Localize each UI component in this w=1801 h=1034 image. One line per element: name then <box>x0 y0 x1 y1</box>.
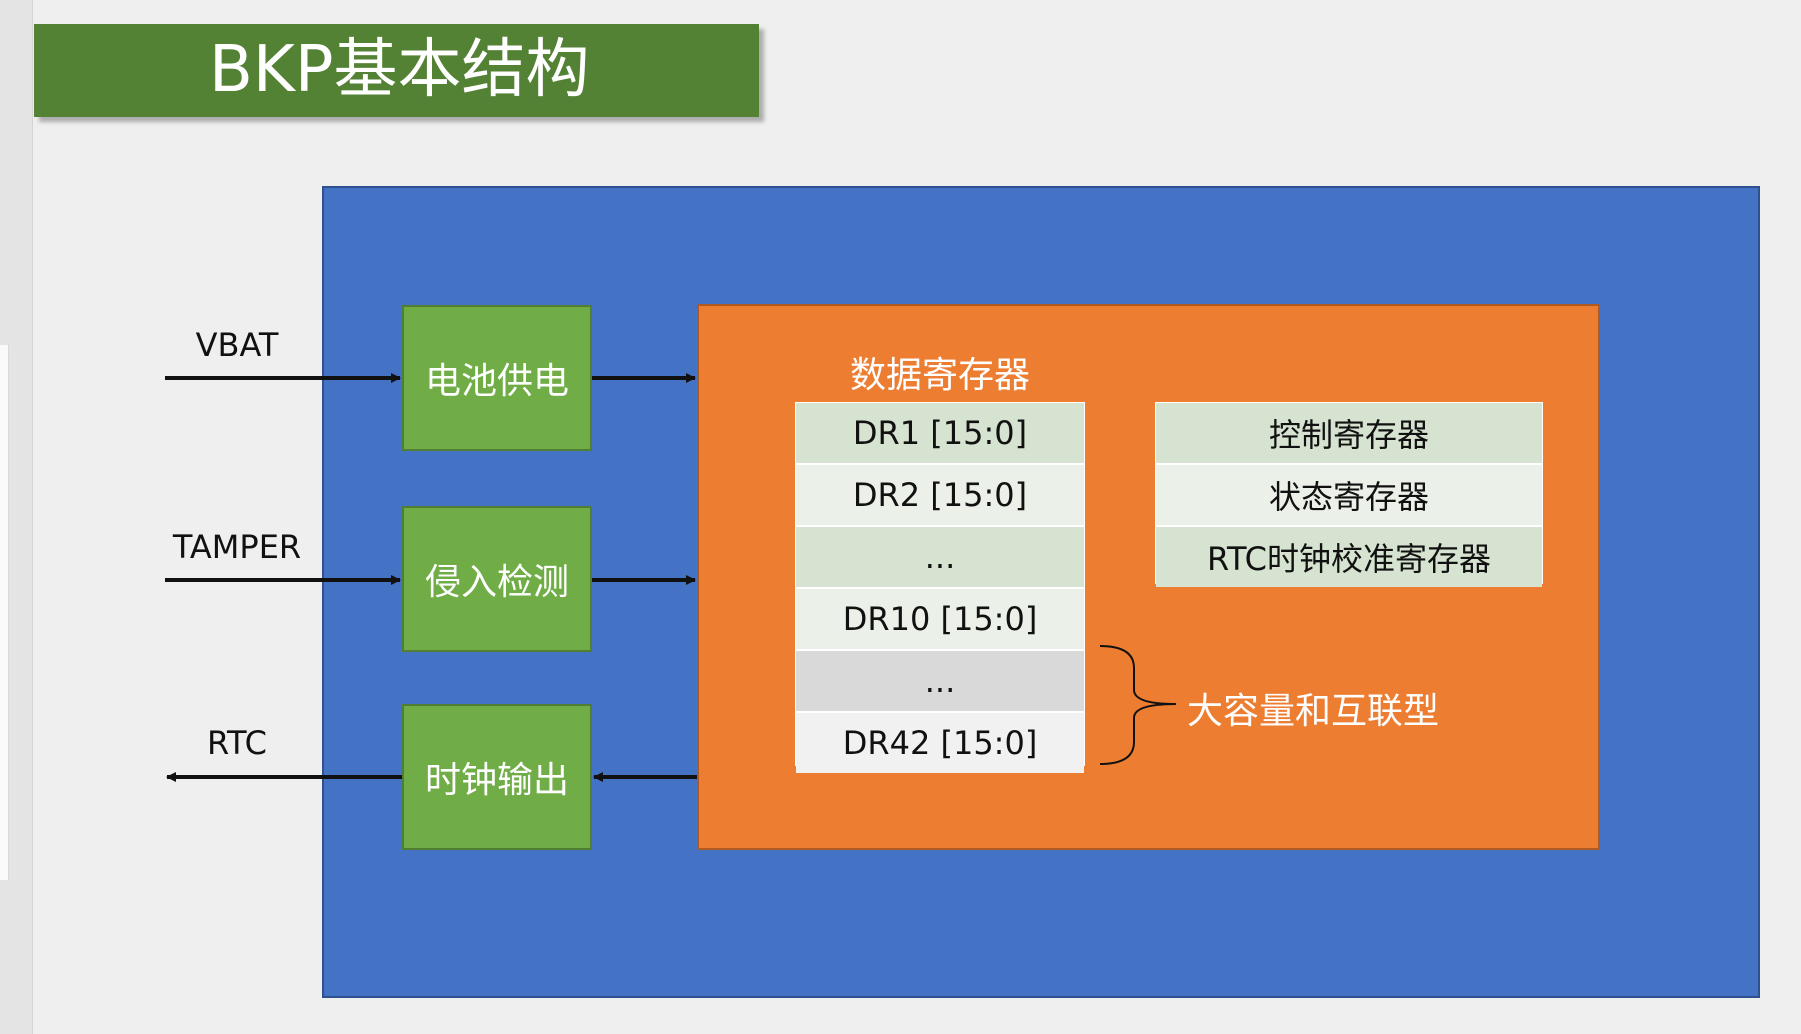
data-register-row: DR10 [15:0] <box>796 589 1084 649</box>
clock-output-block: 时钟输出 <box>402 704 592 850</box>
slide-panel-edge <box>0 345 9 880</box>
large-capacity-brace <box>1099 645 1177 765</box>
clock-output-label: 时钟输出 <box>424 760 569 801</box>
rtc-label: RTC <box>207 724 267 762</box>
data-register-row: ... <box>796 651 1084 711</box>
tamper-label: TAMPER <box>172 528 302 566</box>
slide-panel-strip <box>0 0 33 1034</box>
control-register-row: 控制寄存器 <box>1156 403 1542 463</box>
status-register-row: 状态寄存器 <box>1156 465 1542 525</box>
tamper-detect-label: 侵入检测 <box>424 562 569 603</box>
tamper-detect-block: 侵入检测 <box>402 506 592 652</box>
data-register-row: DR1 [15:0] <box>796 403 1084 463</box>
slide-title: BKP基本结构 <box>34 24 759 117</box>
control-register-table: 控制寄存器 状态寄存器 RTC时钟校准寄存器 <box>1155 402 1543 587</box>
data-registers-title: 数据寄存器 <box>849 355 1031 396</box>
data-register-row: ... <box>796 527 1084 587</box>
large-capacity-note: 大容量和互联型 <box>1187 691 1440 732</box>
battery-supply-label: 电池供电 <box>424 361 569 402</box>
data-register-row: DR42 [15:0] <box>796 713 1084 773</box>
vbat-label: VBAT <box>195 326 279 364</box>
data-register-table: DR1 [15:0] DR2 [15:0] ... DR10 [15:0] ..… <box>795 402 1085 773</box>
data-register-row: DR2 [15:0] <box>796 465 1084 525</box>
rtc-calibration-register-row: RTC时钟校准寄存器 <box>1156 527 1542 587</box>
battery-supply-block: 电池供电 <box>402 305 592 451</box>
